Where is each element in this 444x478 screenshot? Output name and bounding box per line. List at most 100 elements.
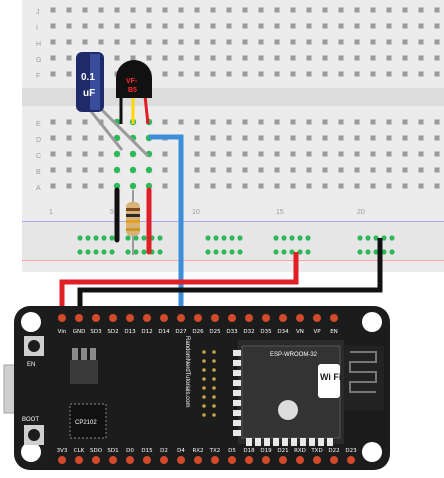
breadboard-hole [210,55,216,61]
breadboard-hole [386,23,392,29]
row-letter: C [36,153,41,160]
pin-label: VP [313,329,321,335]
breadboard-jumpers [114,187,152,255]
breadboard-hole [434,71,440,77]
breadboard-hole [226,39,232,45]
breadboard-hole [82,119,88,125]
module-pad [273,438,279,446]
breadboard-hole [306,135,312,141]
temperature-sensor: VF- B5 [116,60,152,125]
regulator-pin [81,348,87,360]
breadboard-hole [50,55,56,61]
breadboard-hole [434,119,440,125]
row-letter: H [36,41,41,48]
breadboard-hole [226,135,232,141]
pin-label: D33 [226,329,238,335]
breadboard-hole [82,135,88,141]
column-numbers: 1 5 10 15 20 [49,209,365,216]
breadboard-hole [50,167,56,173]
breadboard-hole [418,167,424,173]
pin-label: D32 [243,329,254,335]
breadboard-hole [162,23,168,29]
antenna-area [344,346,384,410]
boot-button-cap[interactable] [28,429,40,441]
breadboard-hole [50,183,56,189]
breadboard-hole [274,167,280,173]
breadboard-hole [50,39,56,45]
breadboard-hole [322,183,328,189]
row-letter: A [36,185,41,192]
breadboard-hole [274,7,280,13]
rail-hole [373,249,379,255]
module-pad [255,438,261,446]
breadboard-hole [98,167,104,173]
breadboard: J I H G F E D C B A 1 5 10 15 20 [22,0,444,272]
breadboard-hole [242,23,248,29]
header-pin [126,456,134,464]
header-pin [92,314,100,322]
header-pin [194,456,202,464]
breadboard-hole [50,119,56,125]
resistor-band [126,214,140,217]
breadboard-hole [370,151,376,157]
breadboard-hole [194,55,200,61]
breadboard-hole [402,7,408,13]
header-pin [313,314,321,322]
header-pin [92,456,100,464]
breadboard-hole [386,7,392,13]
connected-hole [145,182,153,190]
breadboard-hole [290,167,296,173]
breadboard-hole [290,183,296,189]
en-button-label: EN [27,362,35,368]
breadboard-hole [162,151,168,157]
breadboard-hole [354,7,360,13]
breadboard-hole [354,167,360,173]
rail-hole [305,235,311,241]
via-dot [212,404,216,408]
breadboard-hole [354,23,360,29]
breadboard-hole [338,55,344,61]
pin-label: D19 [260,448,272,454]
breadboard-hole [194,151,200,157]
rail-hole [365,235,371,241]
column-number: 10 [192,209,200,216]
breadboard-hole [226,119,232,125]
breadboard-hole [114,23,120,29]
rail-hole [289,235,295,241]
espressif-logo [278,400,298,420]
header-pin [279,314,287,322]
rail-hole [213,235,219,241]
pin-label: D12 [141,329,152,335]
breadboard-hole [114,39,120,45]
breadboard-hole [178,23,184,29]
header-pin [126,314,134,322]
rail-hole [205,249,211,255]
breadboard-hole [258,39,264,45]
capacitor-stripe [90,54,100,110]
module-pad [264,438,270,446]
breadboard-hole [274,39,280,45]
breadboard-hole [66,71,72,77]
breadboard-hole [98,135,104,141]
rail-hole [133,249,139,255]
rail-hole [281,235,287,241]
mount-hole [362,442,382,462]
breadboard-hole [402,183,408,189]
pin-label: SD1 [107,448,118,454]
breadboard-hole [210,71,216,77]
en-button-cap[interactable] [28,340,40,352]
breadboard-hole [386,151,392,157]
pin-label: D25 [209,329,221,335]
row-letter: D [36,137,41,144]
breadboard-hole [338,7,344,13]
breadboard-hole [226,151,232,157]
breadboard-hole [178,39,184,45]
header-pin [313,456,321,464]
breadboard-hole [434,183,440,189]
breadboard-hole [194,135,200,141]
breadboard-hole [130,39,136,45]
breadboard-hole [322,167,328,173]
rail-hole [85,235,91,241]
